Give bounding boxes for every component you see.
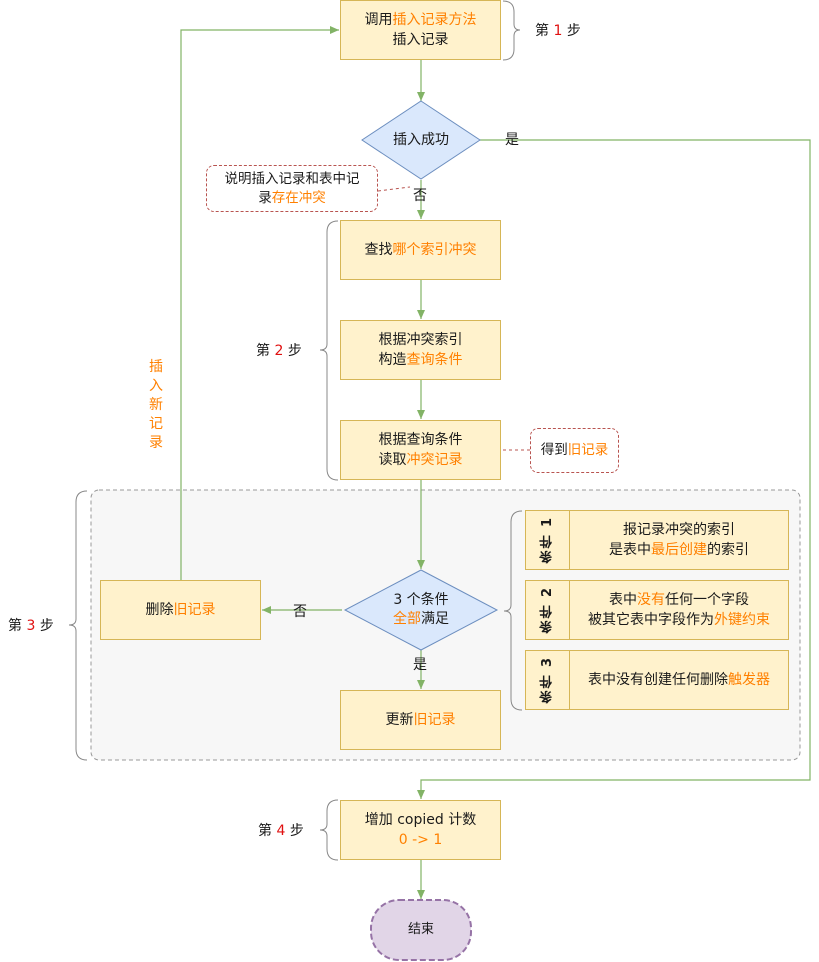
note-conflict-line1: 说明插入记录和表中记 (224, 170, 360, 187)
step3-label-suffix: 步 (39, 618, 54, 634)
end-text: 结束 (407, 922, 434, 937)
step4-bracket (319, 799, 339, 861)
delete-prefix: 删除 (145, 602, 174, 618)
note-old-prefix: 得到 (540, 442, 568, 458)
condition1-highlight: 最后创建 (651, 542, 707, 558)
read-highlight: 冲突记录 (406, 452, 463, 468)
decision2-yes-label: 是 (413, 657, 427, 673)
note-old-highlight: 旧记录 (567, 442, 609, 458)
step4-copied-box: 增加 copied 计数 0 -> 1 (340, 800, 501, 860)
condition2-body: 表中没有任何一个字段 被其它表中字段作为外键约束 (569, 580, 789, 640)
decision-three-conditions (343, 569, 499, 651)
conditions-bracket (503, 510, 523, 711)
step1-box-line2: 插入记录 (392, 32, 449, 48)
insert-new-char: 入 (149, 378, 163, 394)
step1-label-suffix: 步 (566, 23, 581, 39)
step3-label-number: 3 (26, 618, 36, 634)
step3-delete-old-box: 删除旧记录 (100, 580, 261, 640)
condition1-tag-text: 条件 1 (540, 516, 555, 564)
arrow-decision-yes (417, 139, 811, 799)
step4-line2: 0 -> 1 (398, 832, 443, 848)
condition1-line1: 报记录冲突的索引 (623, 522, 735, 538)
step3-label-prefix: 第 (8, 618, 22, 634)
step2-label-prefix: 第 (256, 343, 270, 359)
step3-label: 第 3 步 (8, 617, 54, 635)
read-prefix: 读取 (378, 452, 407, 468)
step2-bracket (319, 220, 339, 481)
find-prefix: 查找 (364, 242, 393, 258)
condition1-line2-suffix: 的索引 (707, 542, 749, 558)
condition3-highlight: 触发器 (728, 672, 770, 688)
note-old-record: 得到旧记录 (530, 428, 619, 473)
step2-build-query-box: 根据冲突索引 构造查询条件 (340, 320, 501, 380)
decision2-suffix: 满足 (421, 611, 449, 627)
step3-update-old-box: 更新旧记录 (340, 690, 501, 750)
step1-label-number: 1 (553, 23, 563, 39)
condition3-tag-text: 条件 3 (540, 656, 555, 704)
step2-read-record-box: 根据查询条件 读取冲突记录 (340, 420, 501, 480)
note-conflict: 说明插入记录和表中记 录存在冲突 (206, 165, 378, 212)
insert-new-char: 记 (149, 416, 163, 432)
step4-label-number: 4 (276, 823, 286, 839)
note-conflict-line2-prefix: 录 (258, 189, 272, 206)
step1-bracket (502, 0, 521, 61)
insert-new-char: 录 (149, 435, 163, 451)
decision2-line1: 3 个条件 (393, 592, 449, 608)
condition1-body: 报记录冲突的索引 是表中最后创建的索引 (569, 510, 789, 570)
condition2-highlight-a: 没有 (637, 592, 665, 608)
step4-label-prefix: 第 (258, 823, 272, 839)
find-highlight: 哪个索引冲突 (392, 242, 477, 258)
condition2-highlight-b: 外键约束 (714, 612, 770, 628)
note-conflict-highlight: 存在冲突 (271, 189, 326, 206)
step4-label-suffix: 步 (289, 823, 304, 839)
decision2-text: 3 个条件 全部满足 (345, 591, 497, 629)
step2-find-index-box: 查找哪个索引冲突 (340, 220, 501, 280)
condition2-tag-text: 条件 2 (540, 586, 555, 634)
step1-label-prefix: 第 (535, 23, 549, 39)
condition3-line1-prefix: 表中没有创建任何删除 (588, 672, 728, 688)
end-terminator (370, 899, 472, 961)
decision1-no-label: 否 (413, 188, 427, 204)
condition3-body: 表中没有创建任何删除触发器 (569, 650, 789, 710)
build-highlight: 查询条件 (406, 352, 463, 368)
read-line1: 根据查询条件 (378, 432, 463, 448)
step4-line1: 增加 copied 计数 (364, 812, 477, 828)
step2-label: 第 2 步 (256, 342, 302, 360)
delete-highlight: 旧记录 (173, 602, 216, 618)
condition2-line2-prefix: 被其它表中字段作为 (588, 612, 714, 628)
step1-label: 第 1 步 (535, 22, 581, 40)
build-line1: 根据冲突索引 (378, 332, 463, 348)
note-conflict-connector (377, 186, 411, 192)
insert-new-record-label: 插 入 新 记 录 (146, 358, 166, 453)
decision-insert-success (361, 100, 481, 180)
condition1-line2-prefix: 是表中 (609, 542, 651, 558)
step2-label-suffix: 步 (287, 343, 302, 359)
step1-box-prefix: 调用 (364, 12, 393, 28)
build-prefix: 构造 (378, 352, 407, 368)
condition1-tag: 条件 1 (525, 510, 569, 570)
step1-insert-box: 调用插入记录方法 插入记录 (340, 0, 501, 60)
decision1-text: 插入成功 (393, 132, 449, 148)
decision1-yes-label: 是 (505, 132, 519, 148)
step3-bracket (68, 490, 88, 761)
condition2-line1-suffix: 任何一个字段 (665, 592, 749, 608)
condition2-tag: 条件 2 (525, 580, 569, 640)
condition3-tag: 条件 3 (525, 650, 569, 710)
condition2-line1-prefix: 表中 (609, 592, 637, 608)
arrow-delete-to-insert (180, 26, 339, 580)
decision2-highlight: 全部 (393, 611, 421, 627)
insert-new-char: 新 (149, 397, 163, 413)
update-prefix: 更新 (385, 712, 414, 728)
decision2-no-label: 否 (293, 604, 307, 620)
step4-label: 第 4 步 (258, 822, 304, 840)
insert-new-char: 插 (149, 359, 163, 375)
step2-label-number: 2 (274, 343, 284, 359)
step1-box-highlight: 插入记录方法 (392, 12, 477, 28)
update-highlight: 旧记录 (413, 712, 456, 728)
